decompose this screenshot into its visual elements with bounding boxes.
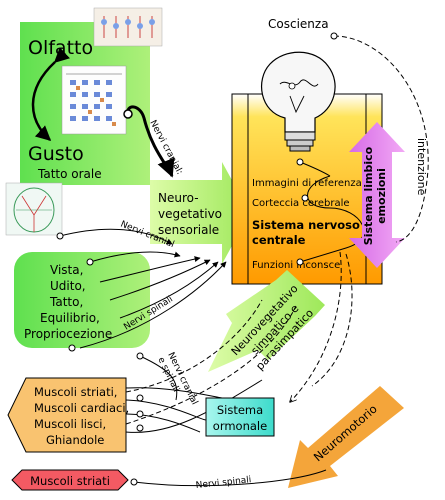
tongue-illustration [5,182,63,236]
hormonal-line-1: Sistema [217,403,263,417]
tatto-orale-label: Tatto orale [37,167,102,181]
snc-line-2: centrale [252,233,306,247]
vista-label: Vista, [50,263,83,277]
effector-line-4: Ghiandole [46,433,104,447]
sensory-nerve-lines [59,228,227,349]
neuro-sensory-line-3: sensoriale [158,223,219,237]
limbic-line-1: Sistema limbico [362,146,375,245]
striated-muscle-box [11,469,129,491]
striated-label: Muscoli striati [30,474,110,488]
taste-receptor-table [61,65,127,135]
olfactory-illustration [93,7,163,47]
lightbulb-icon [261,51,336,152]
senses-bottom-box [14,252,150,348]
intenzione-line [333,35,429,243]
udito-label: Udito, [50,279,86,293]
limbic-arrow [349,122,405,268]
hormonal-line-2: ormonale [213,419,267,433]
neuro-sensory-line-1: Neuro- [158,191,199,205]
autonomic-arrow [208,270,325,372]
immagini-label: Immagini di referenza [252,178,362,189]
equilibrio-label: Equilibrio, [40,311,100,325]
tatto-label: Tatto, [49,295,83,309]
neuro-sensory-arrow [150,162,250,264]
effector-dashed-lines [125,251,353,425]
corteccia-label: Corteccia cerebrale [252,198,350,209]
neuromotor-arrow [288,386,404,488]
funzioni-label: Funzioni inconsce [252,260,340,271]
spinal-nerve-bottom-line [133,469,327,487]
coscienza-label: Coscienza [268,17,329,31]
nerve-spinal-bottom: Nervi spinali [195,475,252,491]
olfatto-gusto-arrow [31,47,70,142]
effectors-box [7,377,127,453]
cranial-nerve-thick [126,105,175,178]
neuro-sensory-line-2: vegetativo [158,207,222,221]
gusto-label: Gusto [28,143,84,165]
effector-line-1: Muscoli striati, [34,385,117,399]
snc-line-1: Sistema nervoso [252,218,360,232]
olfatto-label: Olfatto [28,37,93,59]
effector-line-2: Muscoli cardiaci, [34,401,129,415]
limbic-line-2: emozioni [375,168,388,224]
effector-line-3: Muscoli lisci, [34,417,106,431]
hormonal-box [205,397,275,437]
intenzione-label: intenzione [415,138,428,196]
propriocezione-label: Propriocezione [24,327,112,341]
